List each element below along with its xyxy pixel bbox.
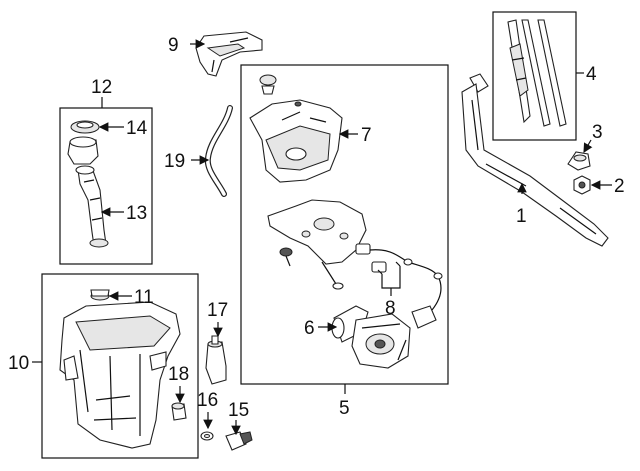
wiper-blade-part — [507, 19, 567, 127]
callout-14: 14 — [126, 118, 148, 139]
wiper-arm-part — [461, 73, 609, 247]
washer-reservoir-part — [59, 301, 181, 449]
leader-lines — [32, 39, 612, 436]
callout-7: 7 — [361, 125, 372, 146]
callout-18: 18 — [168, 364, 189, 385]
callout-11: 11 — [134, 287, 154, 308]
callout-13: 13 — [126, 203, 147, 224]
callout-8: 8 — [385, 298, 396, 319]
washer-hose-part — [204, 105, 233, 197]
washer-pump-part — [205, 335, 227, 385]
callout-3: 3 — [592, 122, 603, 143]
callout-4: 4 — [586, 64, 597, 85]
group-box-filler-neck — [59, 107, 153, 265]
callout-16: 16 — [197, 390, 218, 411]
arm-nut-part — [573, 175, 591, 195]
callout-19: 19 — [164, 151, 185, 172]
pump-seal-part — [200, 431, 214, 441]
wiper-motor-part — [331, 305, 411, 369]
pump-grommet-part — [171, 402, 187, 421]
bracket-bolt-part — [279, 247, 293, 267]
cowl-bracket-part — [195, 31, 263, 77]
group-box-wiper-blade — [492, 11, 577, 141]
motor-bracket-part — [267, 199, 367, 290]
motor-cover-part — [249, 74, 343, 183]
reservoir-grommet-part — [90, 289, 110, 301]
callout-2: 2 — [614, 176, 625, 197]
callout-1: 1 — [516, 206, 527, 227]
callout-15: 15 — [228, 400, 249, 421]
filler-cap-part — [70, 120, 100, 134]
callout-17: 17 — [207, 300, 228, 321]
callout-12: 12 — [91, 77, 112, 98]
callout-10: 10 — [8, 353, 29, 374]
group-box-washer-reservoir — [41, 273, 199, 459]
pivot-cap-part — [567, 151, 591, 171]
wiring-harness-part — [355, 243, 443, 329]
level-sensor-part — [225, 431, 253, 451]
filler-neck-part — [67, 136, 109, 248]
callout-labels: 1 2 3 4 5 6 7 8 9 10 11 12 13 14 15 16 1… — [8, 35, 625, 421]
callout-6: 6 — [304, 318, 315, 339]
callout-5: 5 — [339, 398, 350, 419]
callout-9: 9 — [168, 35, 179, 56]
